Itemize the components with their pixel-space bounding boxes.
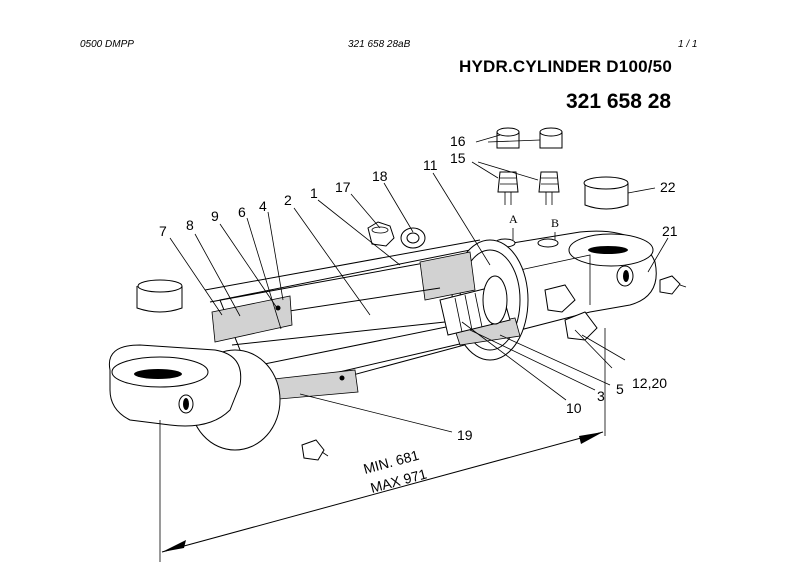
piston-assembly <box>439 275 511 336</box>
callout-22: 22 <box>660 179 676 195</box>
header-drawing-number: 321 658 28aB <box>348 39 411 50</box>
adapter-15-b <box>538 171 560 205</box>
header-code: 0500 DMPP <box>80 39 134 50</box>
callout-labels: 7 8 9 6 4 2 1 17 18 11 16 15 22 21 12,20… <box>159 133 678 443</box>
callout-10: 10 <box>566 400 582 416</box>
cap-16-a <box>496 127 520 149</box>
adapter-15-a <box>497 171 519 205</box>
rod-eye <box>108 344 281 451</box>
callout-6: 6 <box>238 204 246 220</box>
callout-17: 17 <box>335 179 351 195</box>
barrel-section-top <box>419 251 476 301</box>
plug-17 <box>367 221 395 247</box>
callout-8: 8 <box>186 217 194 233</box>
callout-18: 18 <box>372 168 388 184</box>
cap-16-b <box>539 127 563 149</box>
callout-3: 3 <box>597 388 605 404</box>
callout-1: 1 <box>310 185 318 201</box>
callout-15: 15 <box>450 150 466 166</box>
fitting-12-20 <box>544 284 598 341</box>
callout-19: 19 <box>457 427 473 443</box>
washer-18 <box>400 227 426 249</box>
callout-16: 16 <box>450 133 466 149</box>
callout-2: 2 <box>284 192 292 208</box>
leader-lines <box>169 134 669 433</box>
port-dash-lines <box>512 228 556 240</box>
part-number: 321 658 28 <box>566 90 672 113</box>
grease-nipple-21 <box>659 275 687 295</box>
callout-4: 4 <box>259 198 267 214</box>
page-title: HYDR.CYLINDER D100/50 <box>459 57 672 76</box>
gland-section-top <box>211 295 293 343</box>
header-page-indicator: 1 / 1 <box>678 39 698 50</box>
bushing-left <box>136 279 183 313</box>
callout-21: 21 <box>662 223 678 239</box>
seal-marker-19 <box>339 375 345 381</box>
callout-7: 7 <box>159 223 167 239</box>
port-label-b: B <box>551 216 559 230</box>
callout-12-20: 12,20 <box>632 375 667 391</box>
seal-marker-9 <box>275 305 281 311</box>
grease-nipple-bottom <box>301 439 329 461</box>
callout-11: 11 <box>423 157 438 173</box>
callout-5: 5 <box>616 381 624 397</box>
port-label-a: A <box>509 212 518 226</box>
bushing-22 <box>583 176 629 210</box>
callout-9: 9 <box>211 208 219 224</box>
